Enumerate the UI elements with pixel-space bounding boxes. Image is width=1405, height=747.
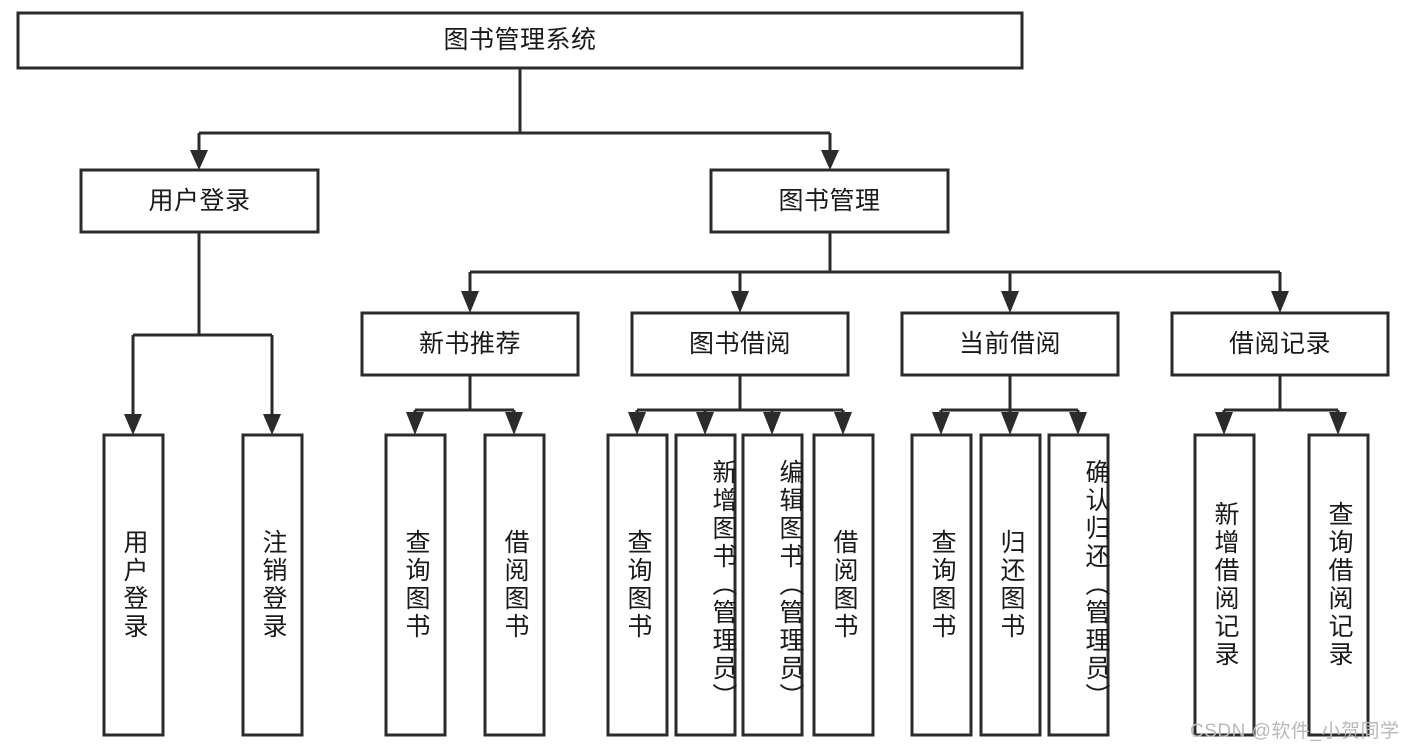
- node-box-leaf-query-book-2[interactable]: [606, 433, 669, 737]
- node-box-leaf-query-borrow-record[interactable]: [1307, 433, 1370, 737]
- node-box-root[interactable]: [16, 11, 1024, 70]
- arrow-head-leaf-edit-book-admin: [763, 412, 781, 435]
- arrow-head-leaf-query-borrow-record: [1329, 412, 1347, 435]
- arrow-head-leaf-user-login: [124, 414, 142, 435]
- node-box-current-borrow[interactable]: [900, 311, 1120, 377]
- node-box-user-login[interactable]: [79, 168, 320, 234]
- arrow-head-leaf-add-borrow-record: [1215, 412, 1233, 435]
- arrow-head-leaf-return-book: [1001, 412, 1019, 435]
- node-box-leaf-edit-book-admin[interactable]: [741, 433, 804, 737]
- connector-group: [124, 68, 1347, 435]
- node-box-leaf-query-book-3[interactable]: [910, 433, 973, 737]
- arrow-head-book-management: [821, 150, 839, 170]
- arrow-head-leaf-borrow-book-1: [505, 412, 523, 435]
- arrow-head-leaf-confirm-return-admin: [1069, 412, 1087, 435]
- node-box-leaf-return-book[interactable]: [979, 433, 1042, 737]
- node-box-new-book-recommend[interactable]: [360, 311, 580, 377]
- arrow-head-leaf-logout-login: [263, 414, 281, 435]
- arrow-head-borrow-record: [1271, 291, 1289, 313]
- node-box-leaf-query-book-1[interactable]: [384, 433, 447, 737]
- arrow-head-leaf-query-book-1: [406, 412, 424, 435]
- node-box-group: [16, 11, 1390, 737]
- node-box-book-borrow[interactable]: [630, 311, 850, 377]
- arrow-head-leaf-query-book-3: [932, 412, 950, 435]
- node-box-leaf-borrow-book-2[interactable]: [812, 433, 875, 737]
- node-box-leaf-logout-login[interactable]: [241, 433, 304, 737]
- arrow-head-current-borrow: [1001, 291, 1019, 313]
- node-box-leaf-user-login[interactable]: [102, 433, 165, 737]
- node-box-leaf-add-borrow-record[interactable]: [1193, 433, 1256, 737]
- node-box-leaf-borrow-book-1[interactable]: [483, 433, 546, 737]
- arrow-head-leaf-borrow-book-2: [834, 412, 852, 435]
- node-box-leaf-confirm-return-admin[interactable]: [1047, 433, 1110, 737]
- arrow-head-leaf-add-book-admin: [696, 412, 714, 435]
- arrow-head-book-borrow: [731, 291, 749, 313]
- node-box-leaf-add-book-admin[interactable]: [674, 433, 737, 737]
- csdn-watermark: CSDN @软件_小贺同学: [1190, 721, 1400, 742]
- arrow-head-new-book-recommend: [461, 291, 479, 313]
- node-box-borrow-record[interactable]: [1170, 311, 1390, 377]
- node-box-book-management[interactable]: [709, 168, 950, 234]
- arrow-head-user-login: [190, 150, 208, 170]
- arrow-head-leaf-query-book-2: [628, 412, 646, 435]
